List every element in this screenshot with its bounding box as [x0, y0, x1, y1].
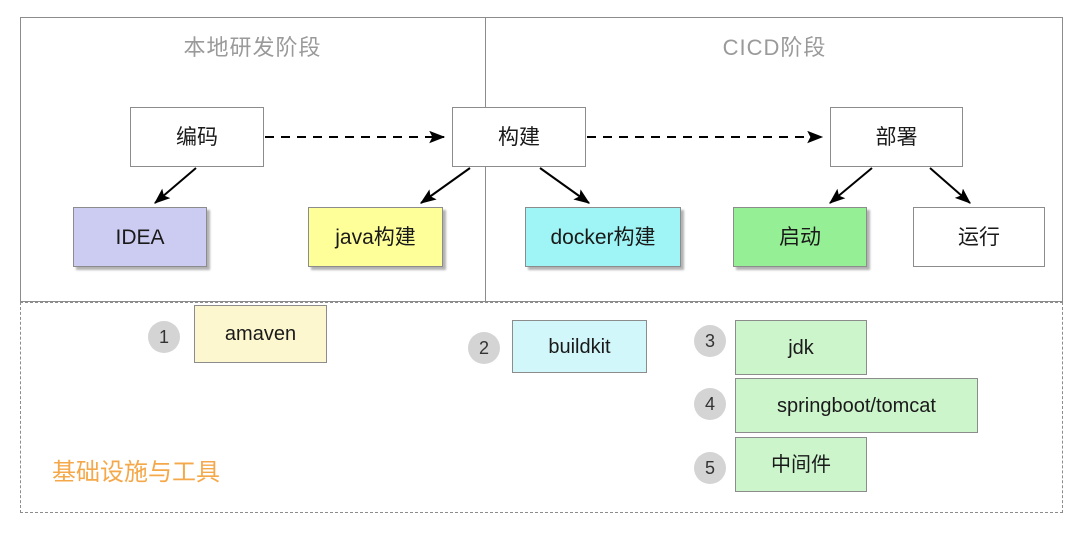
tool-chip-springboot-tomcat[interactable]: springboot/tomcat — [735, 378, 978, 433]
lane-title-local-dev: 本地研发阶段 — [183, 35, 322, 60]
tool-badge-2: 2 — [468, 332, 500, 364]
node-build[interactable]: 构建 — [452, 107, 586, 167]
node-java-build[interactable]: java构建 — [308, 207, 443, 267]
node-start[interactable]: 启动 — [733, 207, 867, 267]
tool-chip-buildkit[interactable]: buildkit — [512, 320, 647, 373]
node-docker-build[interactable]: docker构建 — [525, 207, 681, 267]
tool-badge-1: 1 — [148, 321, 180, 353]
infrastructure-label: 基础设施与工具 — [52, 459, 220, 486]
node-code[interactable]: 编码 — [130, 107, 264, 167]
tool-badge-4: 4 — [694, 388, 726, 420]
tool-badge-5: 5 — [694, 452, 726, 484]
tool-badge-3: 3 — [694, 325, 726, 357]
tool-chip-amaven[interactable]: amaven — [194, 305, 327, 363]
node-idea[interactable]: IDEA — [73, 207, 207, 267]
node-run[interactable]: 运行 — [913, 207, 1045, 267]
tool-chip-jdk[interactable]: jdk — [735, 320, 867, 375]
lane-title-cicd: CICD阶段 — [722, 35, 827, 60]
node-deploy[interactable]: 部署 — [830, 107, 963, 167]
tool-chip-middleware[interactable]: 中间件 — [735, 437, 867, 492]
